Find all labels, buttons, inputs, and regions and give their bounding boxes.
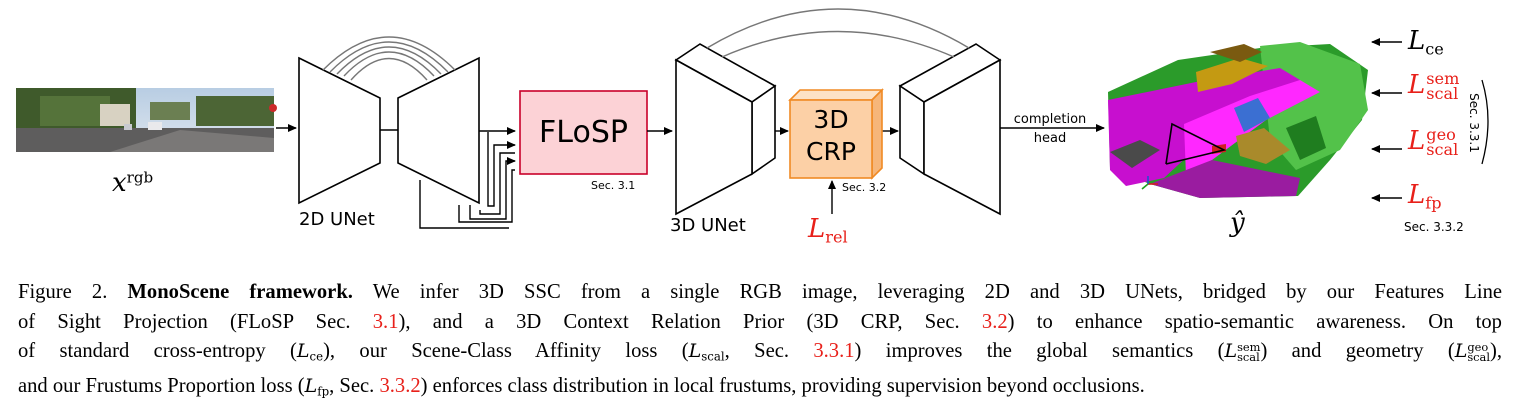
completion-head-line2: head xyxy=(1033,131,1067,146)
completion-head-label: completion head xyxy=(1004,110,1096,148)
unet-3d-decoder xyxy=(898,43,1002,216)
crp-block xyxy=(788,88,884,180)
framework-figure: xrgb 2D UNet FLoSP Sec. 3.1 3D UNet 3D C… xyxy=(16,8,1489,247)
caption-line-4: and our Frustums Proportion loss (Lfp, S… xyxy=(18,375,1145,399)
loss-ce: Lce xyxy=(1408,26,1444,59)
unet-3d-encoder xyxy=(674,43,777,216)
crp-label: 3D CRP xyxy=(790,104,872,168)
output-semantic-scene xyxy=(1108,42,1368,198)
loss-rel: Lrel xyxy=(808,214,848,247)
caption-title: MonoScene framework. xyxy=(127,281,353,303)
framework-diagram xyxy=(16,8,1489,229)
output-label: ŷ xyxy=(1230,208,1245,238)
caption-line-1: Figure 2. MonoScene framework. We infer … xyxy=(18,281,1503,303)
ref-sec-3-1[interactable]: 3.1 xyxy=(372,310,399,333)
flosp-block xyxy=(519,90,648,175)
unet-2d-label: 2D UNet xyxy=(299,209,375,230)
fp-section-ref: Sec. 3.3.2 xyxy=(1404,220,1464,234)
input-label: xrgb xyxy=(112,168,154,198)
scal-section-ref: Sec. 3.3.1 xyxy=(1466,93,1481,153)
ref-sec-3-3-2[interactable]: 3.3.2 xyxy=(379,375,421,398)
input-rgb-image xyxy=(16,88,277,152)
caption-line-2: of Sight Projection (FLoSP Sec. 3.1), an… xyxy=(18,310,1502,333)
loss-fp: Lfp xyxy=(1408,180,1442,213)
loss-arrows xyxy=(1371,38,1402,202)
ref-sec-3-2[interactable]: 3.2 xyxy=(981,310,1008,333)
crp-label-line2: CRP xyxy=(806,137,856,166)
crp-section-ref: Sec. 3.2 xyxy=(842,181,887,194)
unet-2d xyxy=(298,36,480,205)
multiscale-connections xyxy=(419,127,516,229)
flosp-label: FLoSP xyxy=(539,115,628,150)
figure-caption: Figure 2. MonoScene framework. We infer … xyxy=(18,278,1502,407)
crp-label-line1: 3D xyxy=(813,105,849,134)
scal-bracket xyxy=(1481,79,1489,165)
flosp-section-ref: Sec. 3.1 xyxy=(591,179,636,192)
completion-head-line1: completion xyxy=(1013,112,1087,127)
unet-3d-label: 3D UNet xyxy=(670,215,746,236)
ref-sec-3-3-1[interactable]: 3.3.1 xyxy=(813,340,855,363)
caption-line-3: of standard cross-entropy (Lce), our Sce… xyxy=(18,339,1502,365)
